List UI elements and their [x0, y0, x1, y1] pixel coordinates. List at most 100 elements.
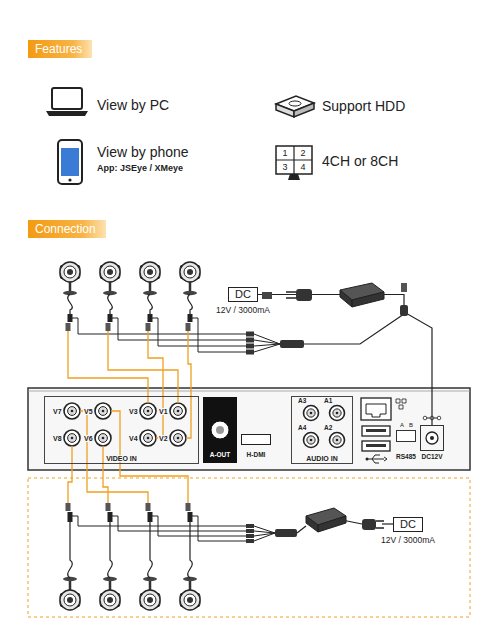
power-jack — [246, 539, 254, 543]
power-splitter — [280, 340, 304, 348]
dc-jack — [262, 292, 272, 299]
bnc-pin — [177, 410, 180, 413]
node-subtext: V1 — [158, 408, 169, 415]
bnc-pin — [71, 410, 74, 413]
node-text: A3 — [298, 398, 306, 405]
bnc-port — [304, 433, 319, 448]
power-jack — [246, 529, 254, 533]
cable-junction — [148, 512, 153, 522]
bnc-port-inner — [68, 407, 77, 416]
bnc-port — [140, 430, 156, 446]
phone-button — [68, 178, 71, 181]
screen-number: 4 — [294, 163, 312, 172]
node-subtext: A1 — [324, 398, 332, 405]
camera — [140, 262, 160, 331]
node-subtext: V5 — [83, 408, 94, 415]
feature-label: View by PC — [97, 98, 169, 112]
power-cable — [258, 295, 432, 426]
camera — [140, 503, 160, 610]
node-subtext: 12V / 3000mA — [381, 536, 435, 545]
bnc-port-inner — [68, 434, 77, 443]
node-subtext: V8 — [52, 435, 63, 442]
camera-lens — [64, 594, 76, 606]
power-jack — [246, 534, 254, 538]
power-wire — [304, 314, 404, 344]
feature-label: 4CH or 8CH — [322, 154, 398, 168]
bnc-port-inner — [307, 436, 315, 444]
video-wire — [186, 331, 191, 438]
feature-label: Support HDD — [322, 99, 405, 113]
bnc-port — [95, 430, 111, 446]
node-subtext: VIDEO IN — [105, 455, 138, 462]
video-wire — [148, 331, 163, 438]
power-splitter — [275, 529, 297, 537]
audio-out-port: A-OUT — [203, 397, 237, 463]
camera — [60, 262, 80, 331]
network-symbol — [396, 399, 406, 409]
bnc-port-inner — [307, 409, 315, 417]
bnc-pin — [310, 439, 313, 442]
usb-tongue — [366, 444, 386, 447]
bnc-port-inner — [99, 407, 108, 416]
power-jack — [246, 332, 254, 337]
usb-symbol — [366, 458, 369, 461]
camera-glass — [147, 597, 153, 603]
feature-label: View by phone — [97, 145, 189, 159]
camera-glass — [67, 597, 73, 603]
power-wire — [254, 340, 280, 344]
camera — [60, 503, 80, 610]
power-wire — [192, 516, 246, 541]
cable-junction — [108, 314, 113, 322]
bnc-pin — [102, 410, 105, 413]
dc-jack — [426, 432, 438, 444]
cameras — [60, 262, 200, 610]
dc-input-port: DC12V — [420, 425, 444, 451]
node-text: Features — [35, 43, 82, 55]
camera-cable — [108, 294, 113, 314]
bnc-port-inner — [144, 407, 153, 416]
plug-prongs — [376, 521, 384, 528]
camera-lens-ring — [100, 590, 120, 610]
plug-prongs — [286, 292, 296, 298]
bnc-plug — [66, 323, 71, 331]
camera — [180, 503, 200, 610]
camera-cable — [188, 522, 193, 578]
video-wire — [68, 446, 72, 503]
feature-label: App: JSEye / XMeye — [97, 164, 183, 173]
y-splitter — [400, 305, 408, 316]
power-wire — [382, 523, 393, 524]
camera-glass — [107, 597, 113, 603]
node-text: DC — [235, 289, 251, 300]
bnc-pin — [147, 410, 150, 413]
camera-lens-ring — [60, 590, 80, 610]
ethernet-port — [361, 398, 391, 420]
audio-input-group: A3A1A4A2AUDIO IN — [291, 396, 353, 464]
node-subtext: AUDIO IN — [305, 455, 339, 462]
bnc-port — [64, 430, 80, 446]
polarity-symbol — [437, 416, 441, 420]
bnc-pin — [147, 437, 150, 440]
plug — [296, 289, 312, 301]
bnc-port-inner — [99, 434, 108, 443]
bnc-port — [170, 430, 186, 446]
power-adapter — [306, 516, 346, 532]
bnc-plug — [106, 323, 111, 331]
laptop-base — [46, 111, 88, 116]
power-adapter — [340, 290, 384, 307]
screen-number: 1 — [276, 149, 294, 158]
hdd-side — [294, 103, 314, 117]
power-jack — [246, 350, 254, 355]
cable-junction — [108, 512, 113, 522]
power-label-box: DC12V / 3000mA — [393, 517, 423, 532]
usb-port — [362, 441, 390, 451]
node-subtext: A4 — [298, 425, 306, 432]
node-subtext: RS485 — [396, 454, 416, 461]
camera-lens — [104, 266, 116, 278]
connector — [401, 283, 407, 292]
cable-junction — [68, 314, 73, 322]
power-wire — [112, 318, 246, 340]
dvr-back-panel — [28, 388, 470, 470]
camera-lens-ring — [60, 262, 80, 282]
